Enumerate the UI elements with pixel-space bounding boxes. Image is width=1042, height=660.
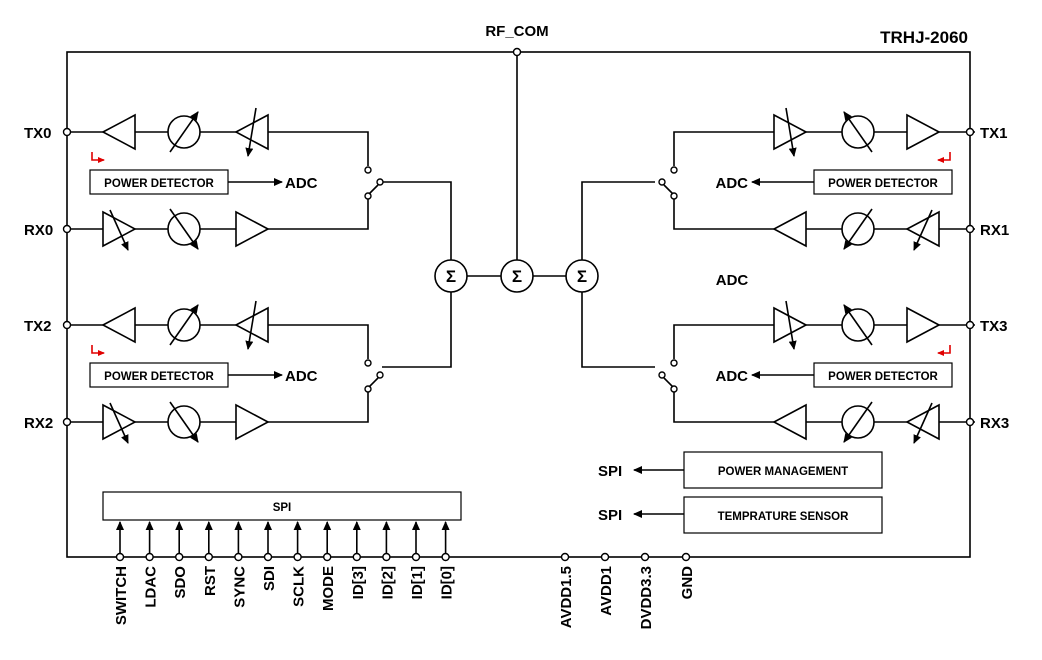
pin-label: MODE (320, 566, 337, 611)
sum-node-center: Σ (500, 259, 534, 293)
power-detector-label-tx1: POWER DETECTOR (828, 178, 938, 190)
pin-rx2[interactable] (62, 417, 72, 427)
pin-label: RST (202, 566, 219, 596)
port-label-tx1: TX1 (980, 125, 1008, 142)
sum-node-right: Σ (565, 259, 599, 293)
pin-label: SWITCH (113, 566, 130, 625)
pin-label: ID[2] (379, 566, 396, 599)
pin-label: DVDD3.3 (638, 566, 655, 629)
power-pin-avdd1[interactable]: AVDD1 (598, 552, 615, 616)
channel-group-tx0-rx0 (67, 107, 384, 251)
spi-label-power-management: SPI (598, 463, 622, 480)
spi-label-temperature-sensor: SPI (598, 507, 622, 524)
power-management-block (683, 451, 883, 489)
pin-sclk[interactable]: SCLK (291, 521, 308, 607)
pin-label: SDO (172, 566, 189, 599)
pin-sync[interactable]: SYNC (231, 521, 248, 608)
power-management-label: POWER MANAGEMENT (718, 466, 848, 478)
power-detector-label-tx2: POWER DETECTOR (104, 371, 214, 383)
pin-rst[interactable]: RST (202, 521, 219, 596)
pin-rx3[interactable] (965, 417, 975, 427)
pin-id3[interactable]: ID[3] (350, 521, 367, 599)
port-label-rx3: RX3 (980, 415, 1009, 432)
pin-label: GND (679, 566, 696, 600)
adc-label-tx0: ADC (285, 175, 318, 192)
pin-id0[interactable]: ID[0] (439, 521, 456, 599)
bottom-pin-group: SWITCH LDAC SDO RST SYNC SDI SCLK MODE ID[3] ID[2… (113, 521, 456, 625)
pin-id1[interactable]: ID[1] (409, 521, 426, 599)
pin-label: SDI (261, 566, 278, 591)
port-pins (62, 127, 975, 427)
sum-node-left: Σ (434, 259, 468, 293)
pin-sdo[interactable]: SDO (172, 521, 189, 599)
pin-label: LDAC (143, 566, 160, 608)
pin-label: SYNC (231, 566, 248, 608)
pin-label: SCLK (291, 566, 308, 607)
port-label-tx2: TX2 (24, 318, 52, 335)
pin-mode[interactable]: MODE (320, 521, 337, 611)
pin-switch[interactable]: SWITCH (113, 521, 130, 625)
pin-rx1[interactable] (965, 224, 975, 234)
pin-label: AVDD1 (598, 566, 615, 616)
power-detector-label-tx3: POWER DETECTOR (828, 371, 938, 383)
temperature-sensor-block (683, 496, 883, 534)
adc-label-center: ADC (716, 272, 749, 289)
pin-id2[interactable]: ID[2] (379, 521, 396, 599)
pin-label: ID[1] (409, 566, 426, 599)
pin-tx2[interactable] (62, 320, 72, 330)
rf-com-label: RF_COM (485, 23, 548, 40)
port-label-rx1: RX1 (980, 222, 1009, 239)
svg-text:Σ: Σ (446, 267, 456, 286)
pin-label: ID[0] (439, 566, 456, 599)
pin-rx0[interactable] (62, 224, 72, 234)
power-pin-group: AVDD1.5 AVDD1 DVDD3.3 GND (558, 552, 696, 630)
power-pin-dvdd3-3[interactable]: DVDD3.3 (638, 552, 655, 630)
port-label-tx3: TX3 (980, 318, 1008, 335)
adc-label-tx1: ADC (716, 175, 749, 192)
chip-title: TRHJ-2060 (880, 28, 968, 47)
svg-text:Σ: Σ (577, 267, 587, 286)
port-label-rx0: RX0 (24, 222, 53, 239)
svg-text:Σ: Σ (512, 267, 522, 286)
temperature-sensor-label: TEMPRATURE SENSOR (718, 511, 849, 523)
power-pin-avdd1-5[interactable]: AVDD1.5 (558, 552, 575, 629)
pin-sdi[interactable]: SDI (261, 521, 278, 591)
spi-bus-label: SPI (273, 502, 292, 514)
pin-tx3[interactable] (965, 320, 975, 330)
pin-ldac[interactable]: LDAC (143, 521, 160, 608)
pin-label: ID[3] (350, 566, 367, 599)
spi-bus-block (102, 491, 462, 521)
rf-com-pin[interactable] (512, 47, 522, 57)
power-detector-label-tx0: POWER DETECTOR (104, 178, 214, 190)
port-label-tx0: TX0 (24, 125, 52, 142)
pin-tx0[interactable] (62, 127, 72, 137)
port-label-rx2: RX2 (24, 415, 53, 432)
adc-label-tx3: ADC (716, 368, 749, 385)
pin-label: AVDD1.5 (558, 566, 575, 628)
power-pin-gnd[interactable]: GND (679, 552, 696, 600)
pin-tx1[interactable] (965, 127, 975, 137)
adc-label-tx2: ADC (285, 368, 318, 385)
